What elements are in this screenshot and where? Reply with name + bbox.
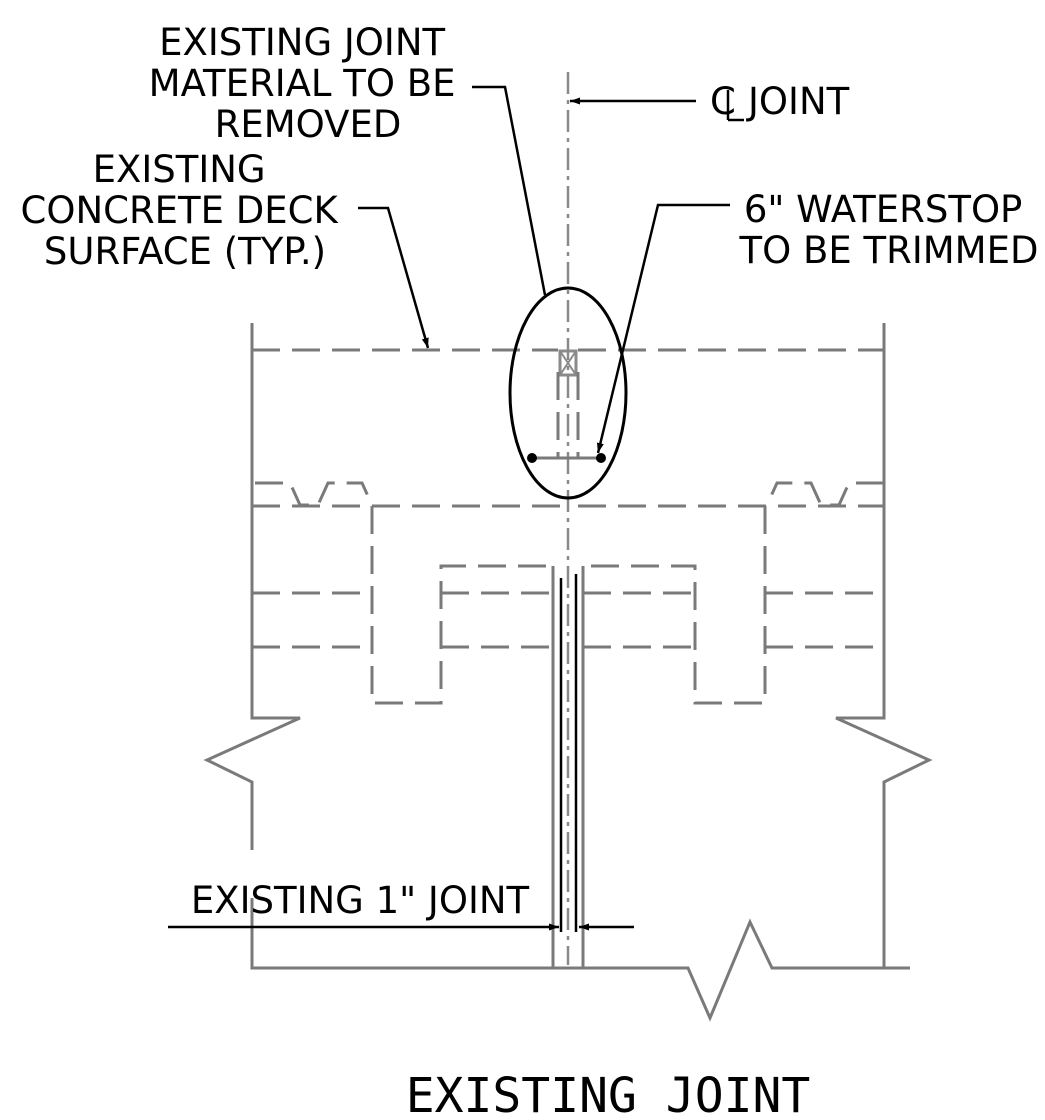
joint-gap-faces [551,566,585,968]
centerline-text: JOINT [746,80,850,123]
deck-slab-outline [203,323,933,1022]
waterstop-detail-ellipse [508,286,628,500]
joint-material-label: EXISTING JOINT MATERIAL TO BE REMOVED [149,21,468,146]
detail-title: EXISTING JOINT [406,1068,811,1120]
waterstop [527,372,606,463]
leader-lines [168,85,730,931]
deck-surface-label: EXISTING CONCRETE DECK SURFACE (TYP.) [20,148,349,273]
centerline-symbol: C [710,80,736,123]
centerline-joint-label: C JOINT [710,80,850,123]
joint-seal-symbol [558,349,578,377]
existing-joint-width-label: EXISTING 1" JOINT [191,879,530,922]
deck-blockout-dashed [252,481,884,705]
waterstop-label: 6" WATERSTOP TO BE TRIMMED [739,188,1039,272]
existing-joint-filler [559,574,578,932]
